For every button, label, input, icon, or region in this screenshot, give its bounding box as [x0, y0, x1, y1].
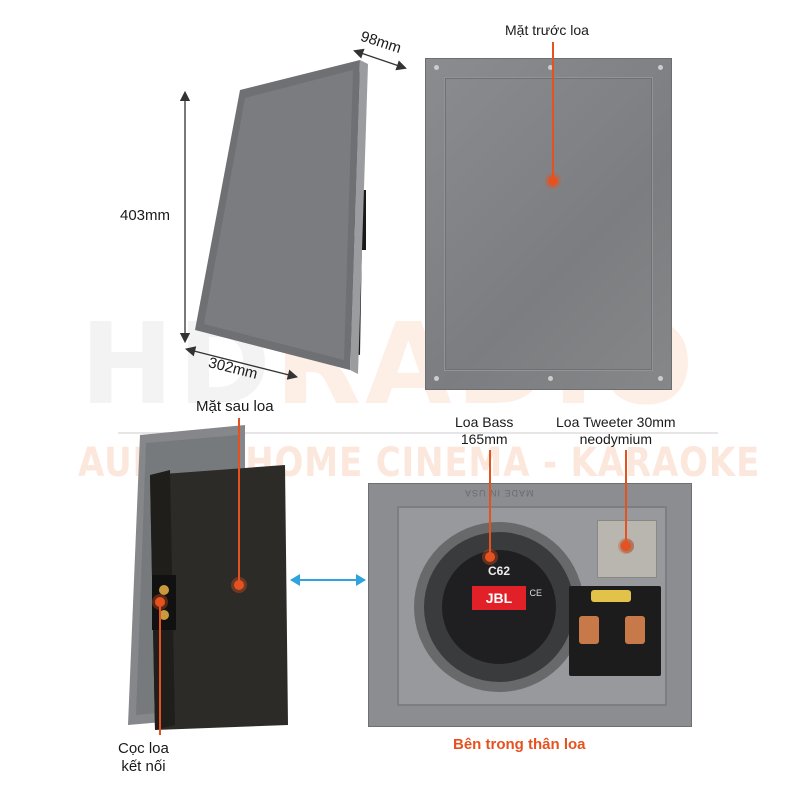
watermark-divider [118, 432, 718, 434]
grille-inner-bevel [444, 77, 653, 371]
inductor-coil [625, 616, 645, 644]
back-marker-dot [234, 580, 244, 590]
screw-icon [658, 65, 663, 70]
woofer-magnet: C62 JBL CE [442, 550, 556, 664]
screw-icon [434, 376, 439, 381]
bass-label-line1: Loa Bass [455, 414, 514, 430]
bass-marker-dot [485, 552, 495, 562]
terminal-label: Cọc loa kết nối [118, 740, 169, 776]
height-dimension-label: 403mm [120, 207, 171, 224]
front-marker-dot [548, 176, 558, 186]
back-face-label: Mặt sau loa [196, 398, 274, 415]
bass-label-line2: 165mm [460, 431, 508, 447]
terminal-leader-line [159, 600, 161, 735]
tweeter-label-line2: neodymium [579, 431, 652, 447]
tweeter-marker-dot [621, 541, 631, 551]
front-leader-line [552, 42, 554, 177]
inductor-coil [579, 616, 599, 644]
tweeter-leader-line [625, 450, 627, 544]
screw-icon [548, 376, 553, 381]
bass-leader-line [489, 450, 491, 554]
speaker-front-grille [425, 58, 672, 390]
speaker-angled-image [195, 60, 368, 374]
bass-label: Loa Bass 165mm [455, 414, 513, 448]
speaker-inside-frame: MADE IN USA C62 JBL CE [368, 483, 692, 727]
speaker-rear-image [128, 425, 288, 730]
terminal-label-line1: Cọc loa [118, 740, 169, 757]
screw-icon [434, 65, 439, 70]
terminal-label-line2: kết nối [121, 758, 166, 775]
tweeter-label-line1: Loa Tweeter 30mm [556, 414, 676, 430]
terminal-marker-dot [155, 597, 165, 607]
inside-title: Bên trong thân loa [453, 736, 586, 753]
dimension-arrows [179, 48, 407, 380]
jbl-logo: JBL [472, 586, 526, 610]
woofer: C62 JBL CE [424, 532, 574, 682]
tweeter-label: Loa Tweeter 30mm neodymium [556, 414, 676, 448]
frame-engraving: MADE IN USA [464, 488, 534, 498]
screw-icon [658, 376, 663, 381]
capacitor [591, 590, 631, 602]
double-arrow-icon [290, 574, 366, 586]
back-leader-line [238, 418, 240, 582]
screw-icon [548, 65, 553, 70]
crossover-board [569, 586, 661, 676]
woofer-model: C62 [487, 564, 510, 578]
ce-mark: CE [529, 588, 542, 598]
front-face-label: Mặt trước loa [505, 22, 589, 38]
